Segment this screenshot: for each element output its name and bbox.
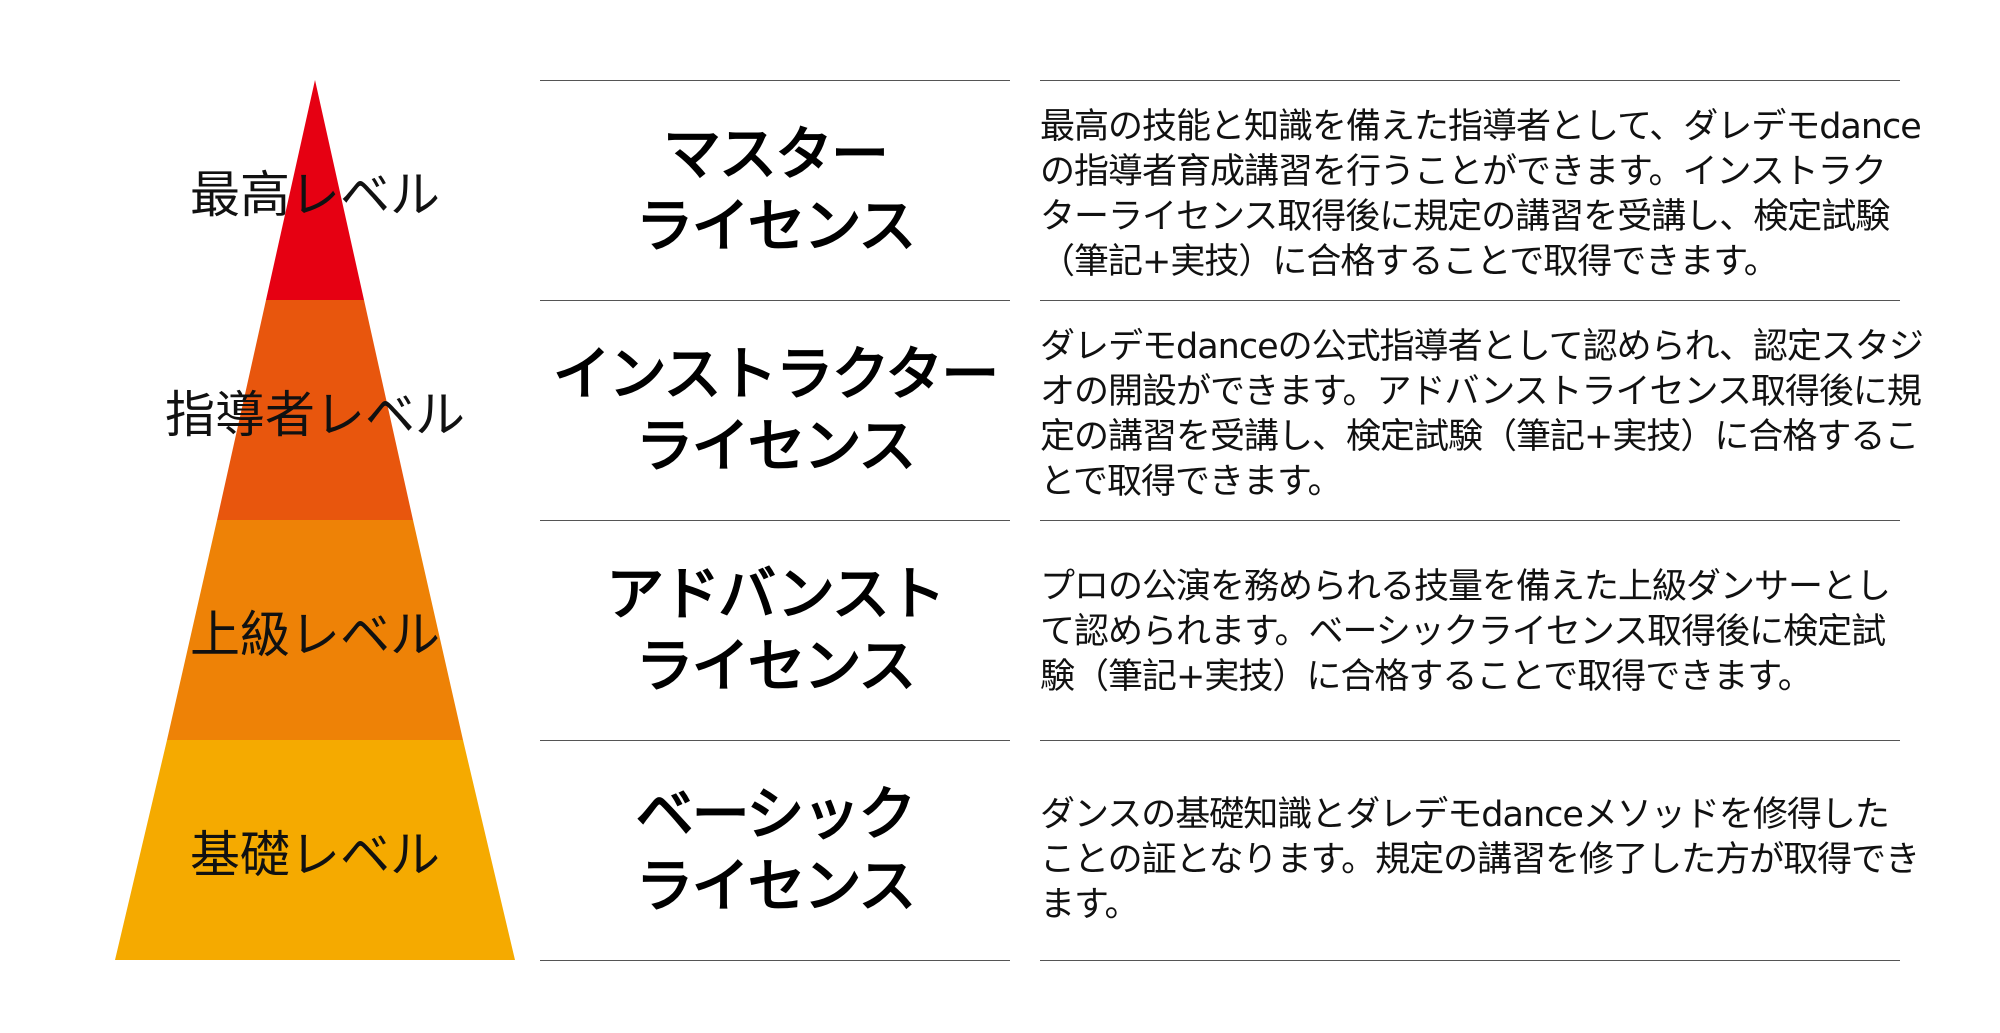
license-title-line: ライセンス — [635, 192, 917, 260]
license-title-line: インストラクター — [552, 340, 1000, 408]
divider-line — [1040, 520, 1900, 521]
description-line: オの開設ができます。アドバンストライセンス取得後に規 — [1040, 372, 1922, 412]
license-description-master: 最高の技能と知識を備えた指導者として、ダレデモdance の指導者育成講習を行う… — [1040, 105, 1922, 285]
description-line: 験（筆記+実技）に合格することで取得できます。 — [1040, 657, 1813, 697]
divider-line — [540, 300, 1010, 301]
divider-line — [1040, 300, 1900, 301]
level-label-basic: 基礎レベル — [190, 826, 440, 884]
divider-line — [540, 740, 1010, 741]
level-label-instructor: 指導者レベル — [165, 386, 465, 444]
description-line: ダンスの基礎知識とダレデモdanceメソッドを修得した — [1040, 795, 1890, 835]
license-title-line: ライセンス — [635, 632, 917, 700]
level-label-master: 最高レベル — [190, 166, 440, 224]
pyramid-tier-basic — [115, 740, 515, 960]
description-line: とで取得できます。 — [1040, 462, 1342, 502]
license-title-line: アドバンスト — [606, 560, 946, 628]
description-line: て認められます。ベーシックライセンス取得後に検定試 — [1040, 612, 1886, 652]
license-title-line: ライセンス — [635, 852, 917, 920]
license-title-line: マスター — [662, 120, 889, 188]
divider-line — [540, 80, 1010, 81]
license-description-basic: ダンスの基礎知識とダレデモdanceメソッドを修得した ことの証となります。規定… — [1040, 793, 1920, 928]
divider-line — [1040, 960, 1900, 961]
description-line: （筆記+実技）に合格することで取得できます。 — [1040, 242, 1779, 282]
license-title-line: ベーシック — [635, 780, 917, 848]
description-line: ダレデモdanceの公式指導者として認められ、認定スタジ — [1040, 327, 1924, 367]
divider-line — [1040, 740, 1900, 741]
pyramid-tier-instructor — [217, 300, 413, 520]
license-description-advanced: プロの公演を務められる技量を備えた上級ダンサーとし て認められます。ベーシックラ… — [1040, 565, 1900, 700]
pyramid-tier-master — [266, 80, 364, 300]
description-line: ターライセンス取得後に規定の講習を受講し、検定試験 — [1040, 197, 1890, 237]
description-line: ことの証となります。規定の講習を修了した方が取得でき — [1040, 840, 1920, 880]
pyramid-tier-advanced — [167, 520, 463, 740]
license-title-line: ライセンス — [635, 412, 917, 480]
description-line: ます。 — [1040, 885, 1140, 925]
license-title-instructor: インストラクター ライセンス — [540, 338, 1010, 482]
description-line: 最高の技能と知識を備えた指導者として、ダレデモdance — [1040, 107, 1922, 147]
license-description-instructor: ダレデモdanceの公式指導者として認められ、認定スタジ オの開設ができます。ア… — [1040, 325, 1924, 505]
license-title-master: マスター ライセンス — [540, 118, 1010, 262]
level-label-advanced: 上級レベル — [190, 606, 440, 664]
description-line: プロの公演を務められる技量を備えた上級ダンサーとし — [1040, 567, 1891, 607]
description-line: 定の講習を受講し、検定試験（筆記+実技）に合格するこ — [1040, 417, 1919, 457]
description-line: の指導者育成講習を行うことができます。インストラク — [1040, 152, 1887, 192]
license-title-basic: ベーシック ライセンス — [540, 778, 1010, 922]
divider-line — [1040, 80, 1900, 81]
license-title-advanced: アドバンスト ライセンス — [540, 558, 1010, 702]
divider-line — [540, 960, 1010, 961]
divider-line — [540, 520, 1010, 521]
